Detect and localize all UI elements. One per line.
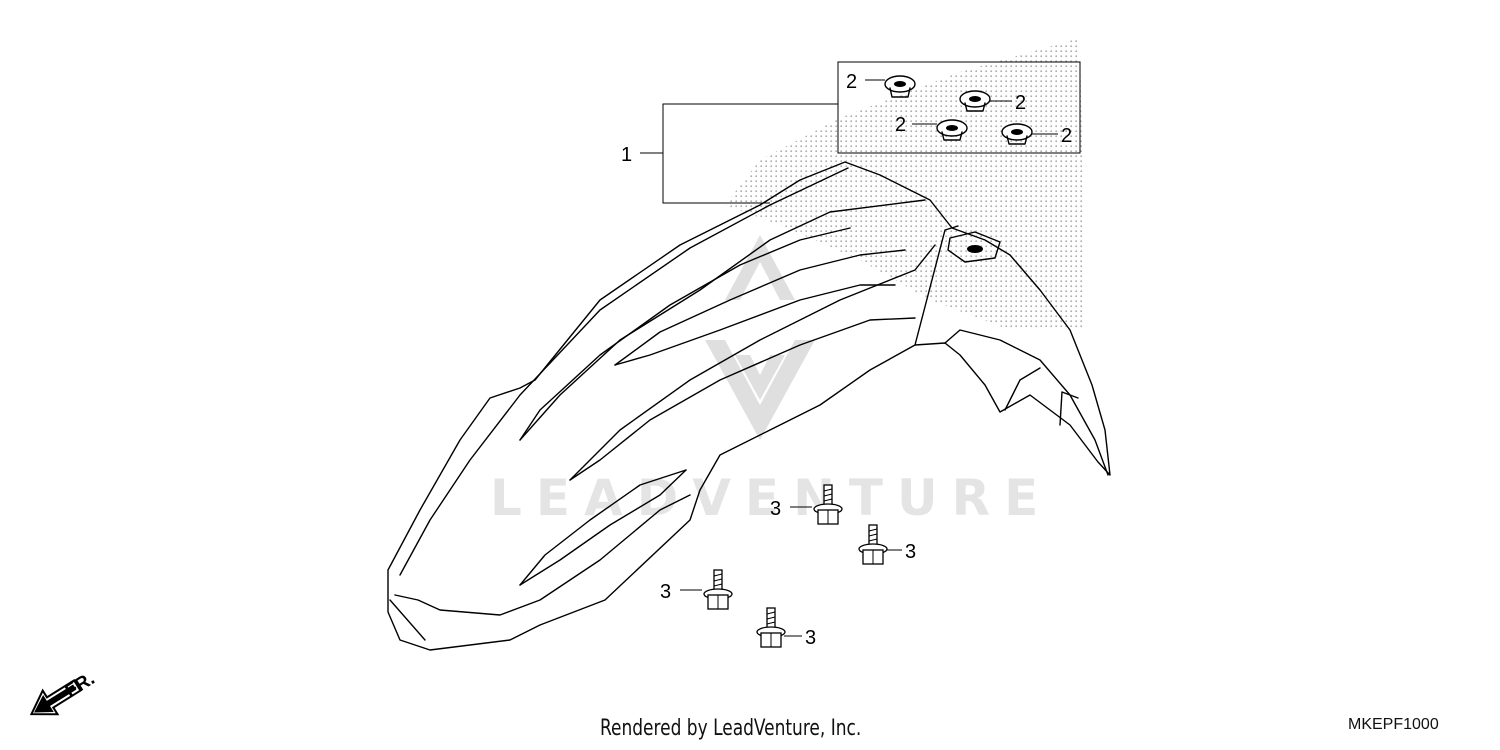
callout-3c: 3 xyxy=(660,581,671,603)
callout-2a: 2 xyxy=(846,71,857,93)
bolt-icon xyxy=(756,607,786,648)
callout-2b: 2 xyxy=(1015,92,1026,114)
callout-3a: 3 xyxy=(770,498,781,520)
grommet-icon xyxy=(884,75,916,98)
callout-3b: 3 xyxy=(905,541,916,563)
callout-3d: 3 xyxy=(805,627,816,649)
grommet-box xyxy=(837,61,1081,154)
bolt-icon xyxy=(858,524,888,565)
front-direction-arrow-icon xyxy=(29,678,82,716)
diagram-code: MKEPF1000 xyxy=(1348,716,1439,733)
grommet-icon xyxy=(959,90,991,112)
watermark-text: LEADVENTURE xyxy=(490,469,1052,527)
callout-2c: 2 xyxy=(895,114,906,136)
rendered-by-credit: Rendered by LeadVenture, Inc. xyxy=(600,716,862,741)
bolt-icon xyxy=(703,569,733,610)
front-fender xyxy=(387,161,1111,651)
callout-2d: 2 xyxy=(1061,125,1072,147)
part-1-bracket xyxy=(640,103,838,204)
grommet-icon xyxy=(936,119,968,141)
callout-1: 1 xyxy=(621,144,632,166)
grommet-icon xyxy=(1001,123,1033,145)
bolt-icon xyxy=(813,484,843,525)
watermark-logo xyxy=(705,235,815,440)
